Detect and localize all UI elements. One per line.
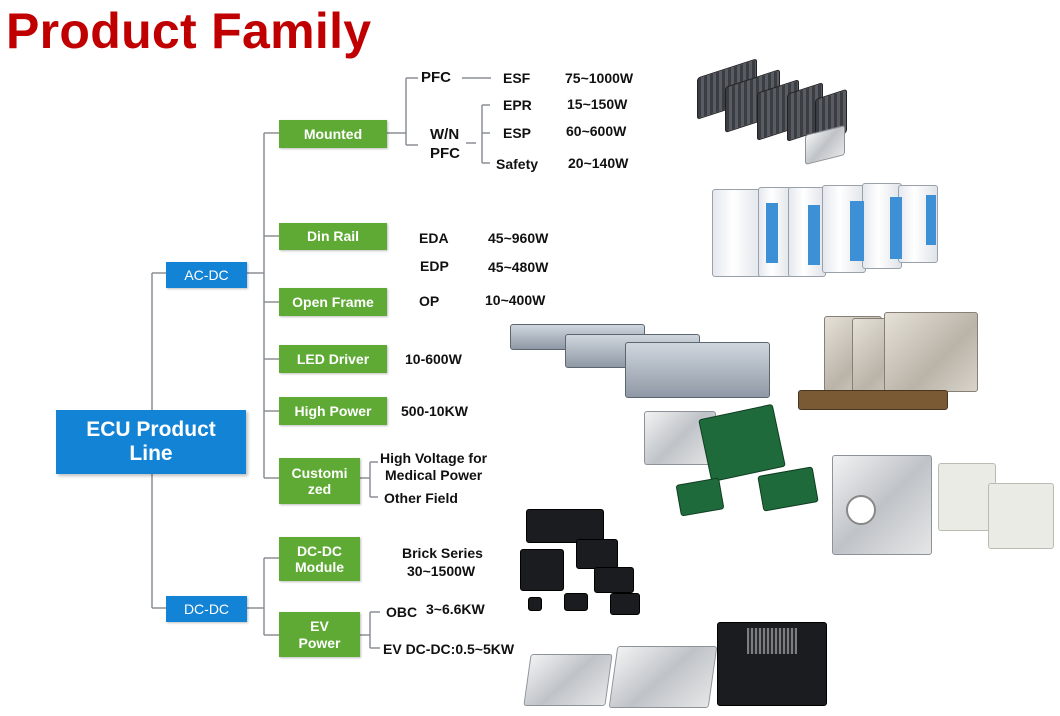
category-ac-dc: AC-DC [166, 262, 247, 288]
brick-module-4 [594, 567, 634, 593]
root-label-line2: Line [129, 442, 173, 465]
model-esp: ESP [503, 125, 532, 141]
product-image-customized [832, 455, 1054, 557]
label-wn-pfc-line1: W/N [430, 126, 460, 143]
dcdc-module-desc-line2: 30~1500W [407, 563, 476, 579]
customized-label-line1: Customi [291, 464, 348, 481]
root-label-line1: ECU Product [86, 417, 216, 441]
product-image-din-rail [712, 183, 938, 283]
product-image-mounted [695, 48, 865, 166]
range-high-power: 500-10KW [401, 403, 468, 419]
product-image-led-driver [510, 320, 770, 398]
dcdc-module-desc-line1: Brick Series [402, 545, 483, 561]
customized-label-line2: zed [307, 481, 332, 497]
open-frame-pcb-2 [675, 477, 725, 517]
din-stripe-5 [926, 195, 936, 245]
brick-module-5 [528, 597, 542, 611]
ev-unit-2 [608, 646, 718, 708]
custom-item-other-field: Other Field [384, 490, 458, 506]
custom-item-high-voltage: High Voltage for [380, 450, 488, 466]
brick-module-6 [564, 593, 588, 611]
din-module-3 [788, 187, 826, 277]
product-image-ev-power [523, 618, 832, 710]
din-stripe-4 [890, 197, 902, 259]
open-frame-pcb-3 [757, 466, 819, 512]
node-dcdc-module: DC-DC Module [279, 537, 360, 581]
brick-module-7 [610, 593, 640, 615]
label-wn-pfc-line2: PFC [430, 145, 460, 162]
node-high-power: High Power [279, 397, 387, 425]
custom-item-medical-power: Medical Power [385, 467, 483, 483]
model-esf: ESF [503, 70, 531, 86]
node-din-rail: Din Rail [279, 223, 387, 250]
node-mounted: Mounted [279, 120, 387, 148]
node-led-driver: LED Driver [279, 345, 387, 373]
din-stripe-3 [850, 201, 864, 261]
node-open-frame: Open Frame [279, 288, 387, 316]
range-edp: 45~480W [488, 259, 549, 275]
ev-obc-model: OBC [386, 604, 418, 620]
range-epr: 15~150W [567, 96, 628, 112]
range-esf: 75~1000W [565, 70, 634, 86]
model-epr: EPR [503, 97, 532, 113]
ev-power-label-line1: EV [310, 618, 329, 635]
brick-module-3 [520, 549, 564, 591]
dcdc-module-label-line2: Module [295, 559, 344, 575]
brick-module-1 [526, 509, 604, 543]
custom-unit-2 [938, 463, 996, 531]
custom-unit-3 [988, 483, 1054, 549]
model-op: OP [419, 293, 440, 309]
node-ev-power: EV Power [279, 612, 360, 657]
product-image-high-power [798, 310, 978, 410]
ev-obc-range: 3~6.6KW [426, 601, 485, 617]
range-led-driver: 10-600W [405, 351, 462, 367]
model-safety: Safety [496, 156, 539, 172]
product-image-open-frame [640, 403, 825, 517]
root-node: ECU Product Line [56, 410, 246, 474]
range-safety: 20~140W [568, 155, 629, 171]
ev-unit-1 [523, 654, 613, 706]
din-stripe-1 [766, 203, 778, 263]
ev-power-label-line2: Power [298, 634, 341, 651]
brick-module-2 [576, 539, 618, 569]
product-image-dcdc-module [520, 505, 650, 615]
din-module-1 [712, 189, 764, 277]
model-edp: EDP [420, 258, 449, 274]
ev-dcdc-label: EV DC-DC:0.5~5KW [383, 641, 515, 657]
high-power-unit-3 [884, 312, 978, 392]
dcdc-module-label-line1: DC-DC [296, 542, 343, 559]
high-power-base [798, 390, 948, 410]
custom-unit-1-port [846, 495, 876, 525]
label-pfc: PFC [421, 69, 451, 86]
page-title: Product Family [6, 3, 372, 59]
din-stripe-2 [808, 205, 820, 265]
ev-unit-3-fan-icon [747, 628, 797, 654]
led-driver-3 [625, 342, 770, 398]
node-customized: Customi zed [279, 458, 360, 504]
range-eda: 45~960W [488, 230, 549, 246]
range-esp: 60~600W [566, 123, 627, 139]
range-op: 10~400W [485, 292, 546, 308]
model-eda: EDA [419, 230, 449, 246]
category-dc-dc: DC-DC [166, 596, 247, 622]
